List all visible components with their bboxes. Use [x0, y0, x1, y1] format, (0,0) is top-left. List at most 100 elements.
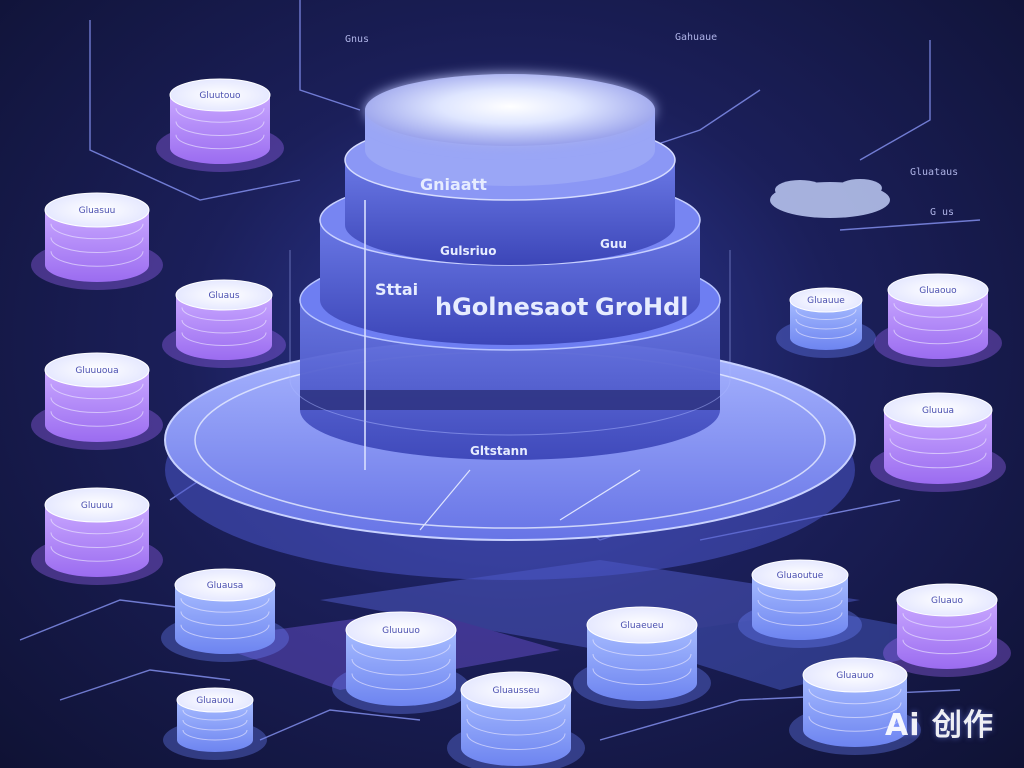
cylinder-top: [175, 279, 273, 311]
database-cylinder: Gluausseu: [447, 671, 585, 768]
cylinder-label: Gluasuu: [79, 206, 116, 216]
cylinder-label: Gluauo: [931, 596, 963, 606]
database-cylinder: Gluausa: [161, 568, 289, 662]
cylinder-top: [44, 192, 150, 228]
cylinder-label: Gluauou: [196, 696, 234, 706]
annotation-text-2: Gahuaue: [675, 32, 717, 43]
cylinder-stripe: [466, 733, 566, 750]
cylinder-top: [586, 606, 698, 644]
database-cylinder: Gluuuoua: [31, 352, 163, 450]
database-cylinder: Gluauo: [883, 583, 1011, 677]
cylinder-body: [790, 300, 862, 350]
cylinder-stripe: [180, 624, 270, 640]
database-cylinder: Gluaeueu: [573, 606, 711, 709]
cylinder-stripe: [808, 688, 902, 705]
cylinder-stripe: [889, 424, 987, 440]
cylinder-label: Gluausa: [207, 581, 244, 591]
cylinder-stripe: [902, 639, 992, 655]
tower-label-secondary: GroHdl: [595, 293, 689, 321]
cylinder-stripe: [889, 438, 987, 454]
database-cylinder: Gluuua: [870, 392, 1006, 492]
cylinder-stripe: [795, 309, 857, 320]
annotation-text-3: Gluataus: [910, 167, 958, 178]
cylinder-stripe: [757, 587, 843, 601]
cylinder-label: Gluausseu: [492, 686, 539, 696]
cylinder-stripe: [180, 611, 270, 626]
cylinder-top: [44, 352, 150, 388]
cylinder-stripe: [351, 644, 451, 661]
cylinder-top: [789, 287, 863, 313]
cylinder-stripe: [175, 108, 265, 123]
cylinder-stripe: [50, 411, 144, 427]
annotation-texts: Gnus Gahuaue Gluataus G us: [345, 32, 958, 218]
cylinder-top: [802, 657, 908, 693]
cylinder-stripe: [893, 316, 983, 331]
cylinder-top: [751, 559, 849, 591]
annotation-text-1: Gnus: [345, 34, 369, 45]
cylinder-label: Gluaeueu: [620, 621, 663, 631]
cylinder-stripe: [466, 718, 566, 736]
cylinder-stripe: [50, 532, 144, 548]
cylinder-stripe: [757, 599, 843, 614]
cylinder-stripe: [466, 704, 566, 721]
database-cylinders: GluutouoGluasuuGluausGluuuouaGluuuuGluau…: [31, 78, 1011, 768]
cylinder-stripe: [50, 251, 144, 267]
cylinder-label: Gluaoutue: [777, 571, 824, 581]
cylinder-stripe: [182, 729, 248, 741]
cylinder-top: [345, 611, 457, 649]
tower-label-4: Sttai: [375, 280, 418, 299]
cylinder-top: [887, 273, 989, 307]
cylinder-top: [460, 671, 572, 709]
cylinder-top: [174, 568, 276, 602]
cylinder-top: [169, 78, 271, 112]
tower-label-main: hGolnesaot: [435, 293, 588, 321]
cylinder-label: Gluauue: [807, 296, 845, 306]
cylinder-stripe: [351, 673, 451, 690]
cylinder-stripe: [50, 518, 144, 535]
data-cluster-cloud: [770, 179, 890, 218]
cylinder-stripe: [808, 702, 902, 718]
cylinder-stripe: [50, 383, 144, 400]
cylinder-stripe: [181, 332, 267, 346]
central-database-tower: Gniaatt Gulsriuo Guu Sttai hGolnesaot Gr…: [289, 74, 731, 470]
tower-label-2: Gulsriuo: [440, 244, 496, 258]
database-cylinder: Gluaoutue: [738, 559, 862, 648]
cylinder-label: Gluuua: [922, 406, 954, 416]
cylinder-stripe: [182, 719, 248, 731]
database-cylinder: Gluuuu: [31, 487, 163, 585]
cylinder-stripe: [893, 303, 983, 318]
cylinder-label: Gluaus: [208, 291, 239, 301]
cylinder-stripe: [181, 319, 267, 334]
cylinder-top: [44, 487, 150, 523]
database-cylinder: Gluutouo: [156, 78, 284, 172]
cylinder-top: [883, 392, 993, 428]
cylinder-stripe: [50, 546, 144, 562]
cylinder-label: Gluauuo: [836, 671, 874, 681]
annotation-text-4: G us: [930, 207, 954, 218]
cylinder-top: [176, 687, 254, 713]
cylinder-stripe: [175, 121, 265, 136]
cylinder-stripe: [50, 237, 144, 253]
cylinder-label: Gluuuuo: [382, 626, 420, 636]
cylinder-stripe: [893, 329, 983, 345]
cylinder-stripe: [592, 653, 692, 671]
database-cylinder: Gluauou: [163, 687, 267, 760]
cylinder-stripe: [889, 452, 987, 469]
database-cylinder: Gluaouo: [874, 273, 1002, 367]
cylinder-stripe: [50, 397, 144, 413]
cylinder-label: Gluuuu: [81, 501, 113, 511]
tower-label-base: Gltstann: [470, 444, 528, 458]
cylinder-stripe: [902, 613, 992, 628]
cylinder-body: [176, 295, 272, 360]
cylinder-stripe: [175, 134, 265, 150]
database-cylinder: Gluuuuo: [332, 611, 470, 714]
cylinder-label: Gluutouo: [199, 91, 241, 101]
cylinder-stripe: [795, 328, 857, 339]
cylinder-stripe: [795, 318, 857, 330]
cylinder-stripe: [808, 716, 902, 732]
cylinder-stripe: [180, 598, 270, 613]
tower-label-3: Guu: [600, 237, 627, 251]
database-cylinder: Gluasuu: [31, 192, 163, 290]
